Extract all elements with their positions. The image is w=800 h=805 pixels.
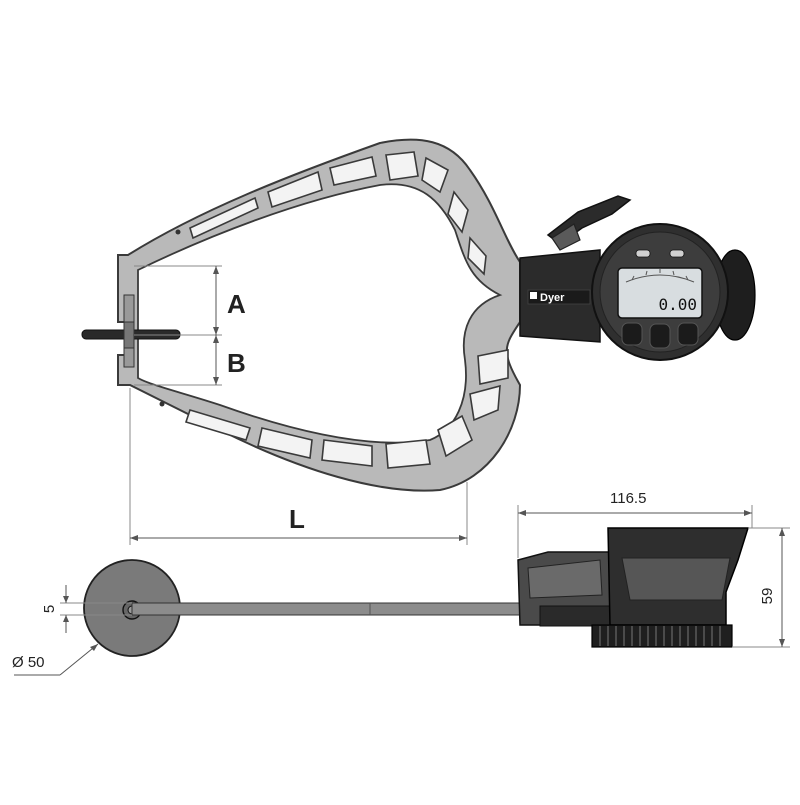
dimension-l bbox=[129, 388, 468, 545]
dimension-b-label: B bbox=[227, 348, 246, 378]
bottom-button-3 bbox=[677, 322, 699, 346]
brand-name: Dyer bbox=[540, 292, 565, 304]
lcd-reading: 0.00 bbox=[658, 295, 697, 314]
contact-tips bbox=[81, 294, 181, 368]
top-button-left bbox=[635, 249, 651, 258]
dimension-a-label: A bbox=[227, 289, 246, 319]
knurled-knob bbox=[591, 624, 733, 648]
dimension-height bbox=[732, 527, 790, 648]
bottom-button-2 bbox=[649, 323, 671, 349]
dimension-l-label: L bbox=[289, 504, 305, 534]
gauge-body bbox=[519, 195, 756, 361]
upper-arm-holes bbox=[189, 151, 487, 276]
thickness-label: 5 bbox=[41, 605, 58, 613]
dimension-ab bbox=[134, 265, 222, 386]
height-label: 59 bbox=[759, 588, 776, 605]
caliper-frame bbox=[117, 138, 522, 492]
side-view bbox=[83, 527, 750, 657]
side-arm bbox=[131, 602, 525, 616]
width-label: 116.5 bbox=[610, 490, 646, 507]
lcd-screen bbox=[617, 267, 703, 319]
diameter-leader bbox=[14, 643, 99, 676]
brand-logo: Dyer bbox=[530, 292, 565, 304]
dimension-thickness bbox=[60, 585, 132, 633]
pin-upper bbox=[175, 229, 181, 235]
pin-lower bbox=[159, 401, 165, 407]
diameter-label: Ø 50 bbox=[12, 654, 45, 671]
dimension-width bbox=[517, 505, 753, 558]
bottom-button-1 bbox=[621, 322, 643, 346]
top-button-right bbox=[669, 249, 685, 258]
lower-arm-holes bbox=[184, 349, 509, 469]
